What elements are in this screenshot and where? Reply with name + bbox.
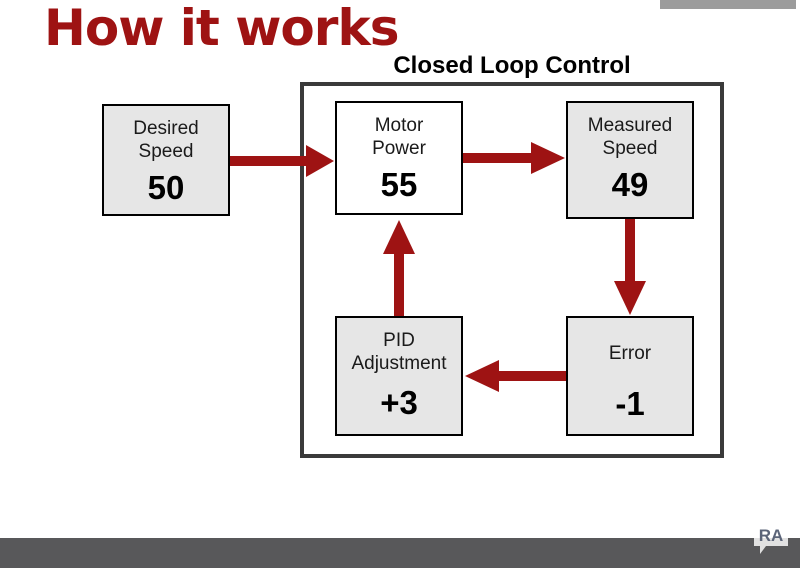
page-title: How it works xyxy=(44,0,399,57)
node-pid-adjustment: PID Adjustment +3 xyxy=(335,316,463,436)
node-motor-power-label: Motor Power xyxy=(372,115,426,159)
top-accent-bar xyxy=(660,0,796,9)
node-error-label: Error xyxy=(608,343,652,364)
ra-logo-watermark-icon: RA xyxy=(754,520,788,554)
bottom-accent-band xyxy=(0,538,800,568)
node-pid-adjustment-value: +3 xyxy=(380,384,418,421)
node-error: Error -1 xyxy=(566,316,694,436)
node-motor-power: Motor Power 55 xyxy=(335,101,463,215)
node-desired-speed: Desired Speed 50 xyxy=(102,104,230,216)
node-measured-speed-label: Measured Speed xyxy=(587,115,673,159)
closed-loop-frame xyxy=(300,82,724,458)
node-desired-speed-value: 50 xyxy=(147,169,185,206)
node-error-value: -1 xyxy=(615,385,645,422)
diagram-heading: Closed Loop Control xyxy=(393,52,631,79)
node-measured-speed-value: 49 xyxy=(611,166,649,203)
node-measured-speed: Measured Speed 49 xyxy=(566,101,694,219)
ra-logo-text: RA xyxy=(759,526,784,545)
node-desired-speed-label: Desired Speed xyxy=(133,118,199,162)
node-pid-adjustment-label: PID Adjustment xyxy=(351,330,447,374)
node-motor-power-value: 55 xyxy=(380,166,418,203)
